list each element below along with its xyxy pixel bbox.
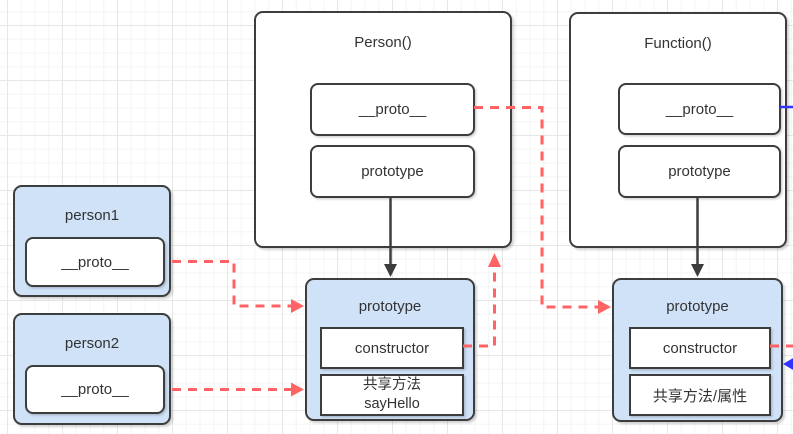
node-person-prototype-object[interactable]: prototype constructor 共享方法 sayHello bbox=[305, 278, 475, 421]
field-person-proto[interactable]: __proto__ bbox=[310, 83, 475, 136]
field-function-prototype[interactable]: prototype bbox=[618, 145, 781, 198]
field-label: 共享方法/属性 bbox=[652, 387, 748, 405]
field-label: prototype bbox=[361, 163, 424, 180]
field-person1-proto[interactable]: __proto__ bbox=[25, 237, 165, 287]
edge-person1-proto-to-person-prototype[interactable] bbox=[172, 260, 291, 308]
node-title: prototype bbox=[358, 298, 422, 315]
arrowhead-constructor-edge bbox=[488, 253, 501, 267]
field-person-prototype[interactable]: prototype bbox=[310, 145, 475, 198]
node-title: Person() bbox=[354, 34, 412, 51]
field-person-prototype-constructor[interactable]: constructor bbox=[320, 327, 464, 369]
arrowhead-person-proto-edge bbox=[598, 300, 611, 314]
field-person-prototype-shared-methods[interactable]: 共享方法 sayHello bbox=[320, 374, 464, 416]
node-function-prototype-object[interactable]: prototype constructor 共享方法/属性 bbox=[612, 278, 783, 422]
node-person2[interactable]: person2 __proto__ bbox=[13, 313, 171, 425]
field-function-prototype-shared[interactable]: 共享方法/属性 bbox=[629, 374, 771, 416]
field-label: __proto__ bbox=[61, 381, 129, 398]
shared-methods-line2: sayHello bbox=[364, 396, 420, 412]
node-title: Function() bbox=[644, 35, 712, 52]
node-title: prototype bbox=[666, 298, 729, 315]
node-title: person2 bbox=[64, 335, 120, 352]
arrowhead-person1-edge bbox=[291, 299, 304, 313]
node-person1[interactable]: person1 __proto__ bbox=[13, 185, 171, 297]
field-person2-proto[interactable]: __proto__ bbox=[25, 365, 165, 414]
node-person-function[interactable]: Person() __proto__ prototype bbox=[254, 11, 512, 248]
field-label: __proto__ bbox=[665, 100, 734, 118]
field-label: constructor bbox=[662, 339, 738, 357]
arrowhead-function-prototype-down bbox=[691, 264, 704, 277]
field-label: constructor bbox=[354, 339, 430, 357]
arrowhead-person-prototype-down bbox=[384, 264, 397, 277]
arrowhead-blue-left bbox=[783, 358, 793, 370]
field-label: __proto__ bbox=[358, 101, 427, 118]
shared-methods-line1: 共享方法 bbox=[363, 377, 421, 393]
node-function-function[interactable]: Function() __proto__ prototype bbox=[569, 12, 787, 248]
arrowhead-person2-edge bbox=[291, 382, 304, 397]
field-label: prototype bbox=[668, 163, 731, 180]
field-function-prototype-constructor[interactable]: constructor bbox=[629, 327, 771, 369]
field-label: 共享方法 sayHello bbox=[363, 376, 421, 414]
field-function-proto[interactable]: __proto__ bbox=[618, 83, 781, 135]
field-label: __proto__ bbox=[61, 253, 129, 271]
node-title: person1 bbox=[64, 207, 120, 224]
